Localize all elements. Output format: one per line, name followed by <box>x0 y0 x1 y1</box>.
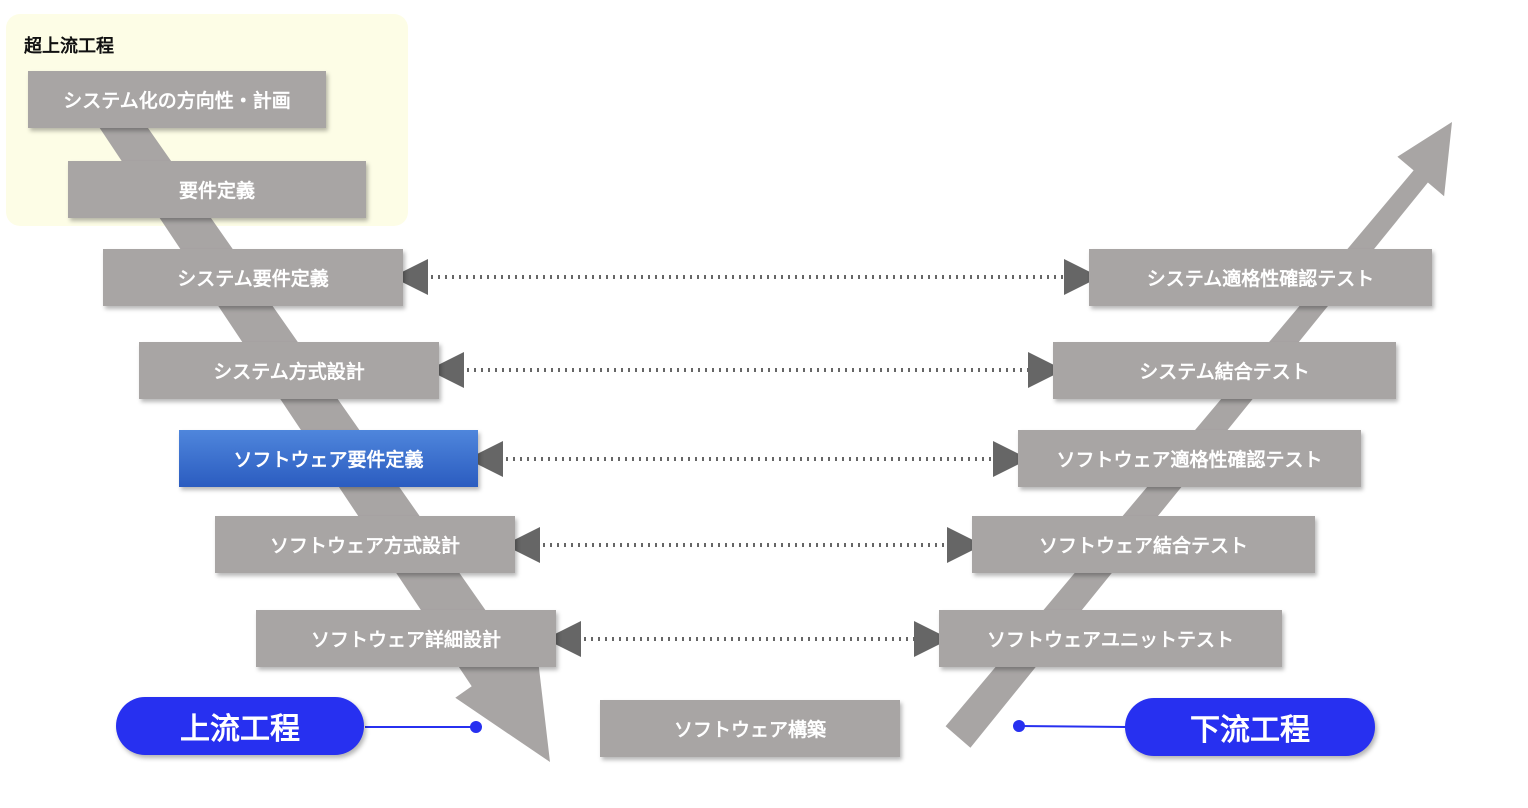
phase-system-integration-test: システム結合テスト <box>1053 342 1396 399</box>
downstream-connector-line <box>1018 725 1128 728</box>
phase-system-architecture: システム方式設計 <box>139 342 439 399</box>
phase-system-qualification-test: システム適格性確認テスト <box>1089 249 1432 306</box>
phase-software-requirements: ソフトウェア要件定義 <box>179 430 478 487</box>
phase-software-architecture: ソフトウェア方式設計 <box>215 516 515 573</box>
downstream-pill: 下流工程 <box>1125 698 1375 756</box>
phase-software-detailed-design: ソフトウェア詳細設計 <box>256 610 556 667</box>
phase-system-planning: システム化の方向性・計画 <box>28 71 326 128</box>
phase-software-integration-test: ソフトウェア結合テスト <box>972 516 1315 573</box>
phase-requirements-definition: 要件定義 <box>68 161 366 218</box>
phase-software-unit-test: ソフトウェアユニットテスト <box>939 610 1282 667</box>
phase-system-requirements: システム要件定義 <box>103 249 403 306</box>
upstream-connector-dot <box>470 721 482 733</box>
phase-software-construction: ソフトウェア構築 <box>600 700 900 757</box>
upstream-pill: 上流工程 <box>116 697 364 755</box>
phase-software-qualification-test: ソフトウェア適格性確認テスト <box>1018 430 1361 487</box>
downstream-connector-dot <box>1013 720 1025 732</box>
super-upstream-label: 超上流工程 <box>24 36 114 57</box>
